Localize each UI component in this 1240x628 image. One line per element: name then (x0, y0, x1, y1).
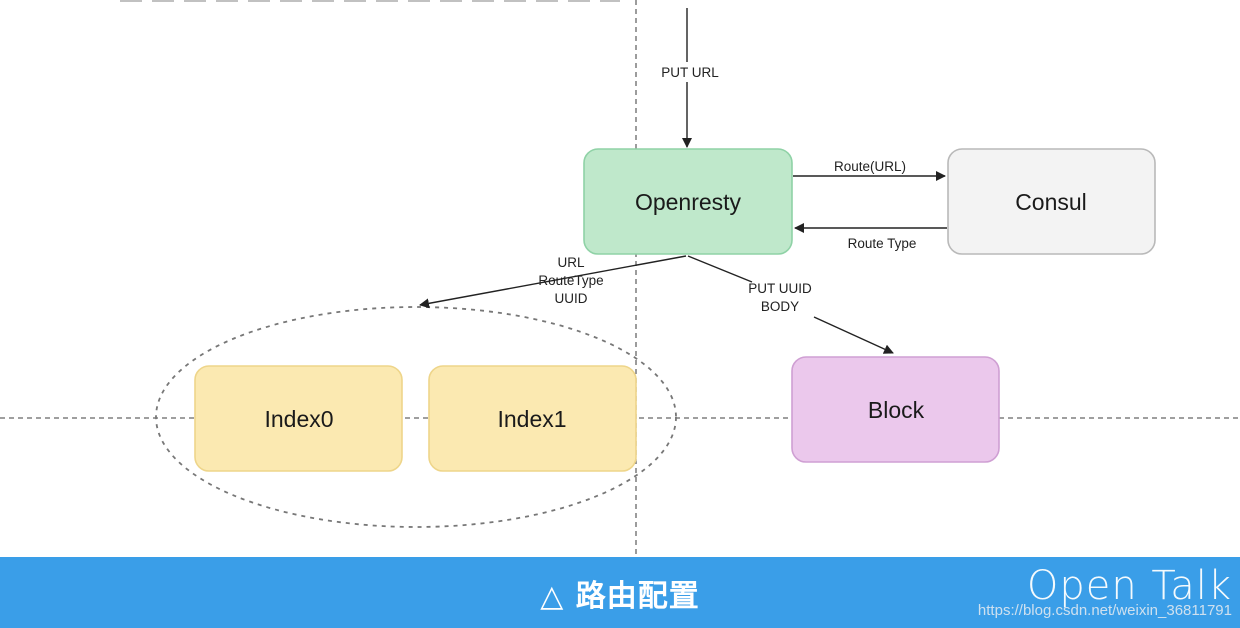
edge-label-to-index-uuid: UUID (555, 291, 588, 306)
edge-label-route-url: Route(URL) (834, 159, 906, 174)
brand-logo-text: Open Talk (1026, 563, 1232, 609)
node-consul-box (947, 148, 1156, 255)
node-index1-box (428, 365, 637, 472)
node-consul: Consul (947, 148, 1156, 255)
node-openresty-label: Openresty (635, 189, 742, 215)
edge-label-put-url: PUT URL (661, 65, 719, 80)
node-index0-box (194, 365, 403, 472)
node-index1: Index1 (428, 365, 637, 472)
node-block-label: Block (868, 397, 925, 423)
node-index1-label: Index1 (497, 406, 566, 432)
edge-to-index (419, 255, 687, 309)
edge-label-to-index-url: URL (557, 255, 584, 270)
node-openresty: Openresty (583, 148, 793, 255)
edge-label-to-block-put-uuid: PUT UUID (748, 281, 812, 296)
node-block-box (791, 356, 1000, 463)
caption-title: △ 路由配置 (540, 579, 700, 614)
edge-to-block-part1 (687, 255, 753, 283)
edge-label-to-index-routetype: RouteType (538, 273, 603, 288)
node-index0: Index0 (194, 365, 403, 472)
node-openresty-box (583, 148, 793, 255)
watermark-url: https://blog.csdn.net/weixin_36811791 (977, 602, 1232, 619)
edge-label-route-type: Route Type (848, 236, 917, 251)
node-index0-label: Index0 (264, 406, 333, 432)
edge-to-block-part2 (813, 316, 894, 354)
caption-bar: △ 路由配置 Open Talk https://blog.csdn.net/w… (0, 557, 1240, 628)
index-group-ellipse (155, 306, 677, 528)
edge-label-to-block-body: BODY (761, 299, 799, 314)
node-block: Block (791, 356, 1000, 463)
node-consul-label: Consul (1015, 189, 1087, 215)
